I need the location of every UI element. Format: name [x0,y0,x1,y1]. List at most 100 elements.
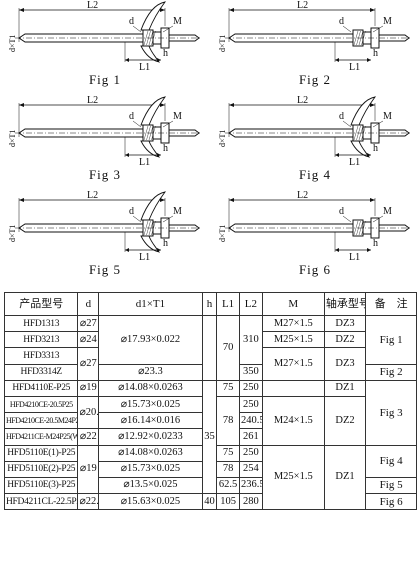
m-leader [372,215,384,223]
hatch-line [353,30,359,46]
cell-m-blank [261,379,325,397]
cell-bearing: DZ2 [323,395,367,446]
cell-l2: 250 [238,379,263,397]
hatch-line [361,125,366,141]
cell-model: HFD3314Z [3,363,79,381]
cell-l1: 78 [216,395,240,446]
cell-m: M25×1.5 [261,331,325,349]
hatch-line [358,125,364,141]
cell-bearing: DZ2 [323,331,367,349]
cell-dt: ⌀15.73×0.025 [98,395,203,414]
table-row: HFD4211CL-22.5P25 ⌀22.5 ⌀15.63×0.025 40 … [3,493,417,511]
cell-dt: ⌀14.08×0.0263 [98,444,203,462]
table-row: HFD4210CE-20.5P25 ⌀20.5 ⌀15.73×0.025 78 … [3,395,417,446]
header-m: M [261,292,325,316]
hatch-line [356,30,361,46]
l2-label: L2 [87,190,98,201]
spec-table: 产品型号 d d1×T1 h L1 L2 M 轴承型号 备 注 HFD1313 … [3,292,417,511]
cell-note: Fig 2 [365,363,417,381]
probe-tip [378,34,410,42]
cell-dt: ⌀17.93×0.022 [98,315,203,365]
h-label: h [163,143,168,154]
table-row: HFD5110E(3)-P25 ⌀13.5×0.025 62.5 236.5 F… [3,476,417,495]
l2-label: L2 [87,95,98,106]
cell-m: M25×1.5 [261,444,325,511]
probe-tip [378,224,410,232]
m-label: M [383,16,392,27]
probe-tip [168,129,200,137]
cell-note: Fig 4 [365,444,417,478]
figure-caption: Fig 2 [298,72,332,87]
l1-label: L1 [349,252,360,263]
l1-arrows [335,58,371,62]
cell-model: HFD1313 [3,314,79,333]
cell-dt: ⌀16.14×0.016 [98,412,203,430]
hatch-line [146,125,151,141]
d-t1-label: d×T1 [8,130,17,147]
d-label: d [129,16,134,27]
cell-l2: 310 [238,315,263,365]
h-label: h [163,238,168,249]
hatch-line [358,30,364,46]
cell-dt: ⌀15.63×0.025 [98,493,203,511]
m-leader [162,215,174,223]
hatch-line [143,30,149,46]
cell-note: Fig 3 [365,379,417,446]
cell-l1: 105 [216,493,240,511]
blade-upper [140,191,167,221]
cell-l2: 254 [238,460,263,478]
cell-note: Fig 1 [365,315,417,365]
l1-label: L1 [349,62,360,73]
cell-l2: 240.5 [238,412,263,430]
cell-model: HFD5110E(3)-P25 [3,476,79,495]
hatch-line [361,30,366,46]
cell-h: 35 [201,379,218,495]
header-dt: d1×T1 [98,292,203,316]
cell-h: 40 [201,493,218,511]
blade-lower [140,235,161,253]
l1-arrows [125,153,161,157]
cell-d: ⌀19 [77,444,100,495]
d-t1-label: d×T1 [218,130,227,147]
header-l2: L2 [238,292,263,316]
d-label: d [129,111,134,122]
l1-label: L1 [139,157,150,168]
l2-label: L2 [297,0,308,11]
hatch-line [361,220,366,236]
cell-model: HFD4211CE-M24P25(W) [3,428,79,446]
d-leader [132,120,142,128]
d-t1-label: d×T1 [218,35,227,52]
d-leader [342,120,352,128]
d-t1-label: d×T1 [8,225,17,242]
m-leader [372,25,384,33]
d-t1-label: d×T1 [8,35,17,52]
cell-bearing: DZ3 [323,314,367,333]
cell-l1: 70 [216,315,240,381]
m-label: M [383,111,392,122]
l1-label: L1 [349,157,360,168]
header-bearing: 轴承型号 [323,292,367,316]
h-label: h [373,238,378,249]
table-row: HFD3213 ⌀24 M25×1.5 DZ2 [3,331,417,349]
hatch-line [356,220,361,236]
probe-tip [168,224,200,232]
d-label: d [339,111,344,122]
cell-l2: 250 [238,444,263,462]
hatch-line [148,125,154,141]
hatch-line [358,220,364,236]
cell-d: ⌀24 [77,331,100,349]
cell-note: Fig 5 [365,476,417,495]
cell-dt: ⌀13.5×0.025 [98,476,203,495]
cell-model: HFD3213 [3,331,79,349]
cell-m: M27×1.5 [261,314,325,333]
blade-upper [140,96,167,126]
m-leader [162,120,174,128]
hatch-line [146,220,151,236]
cell-d: ⌀22.5 [77,493,100,511]
l1-arrows [335,248,371,252]
